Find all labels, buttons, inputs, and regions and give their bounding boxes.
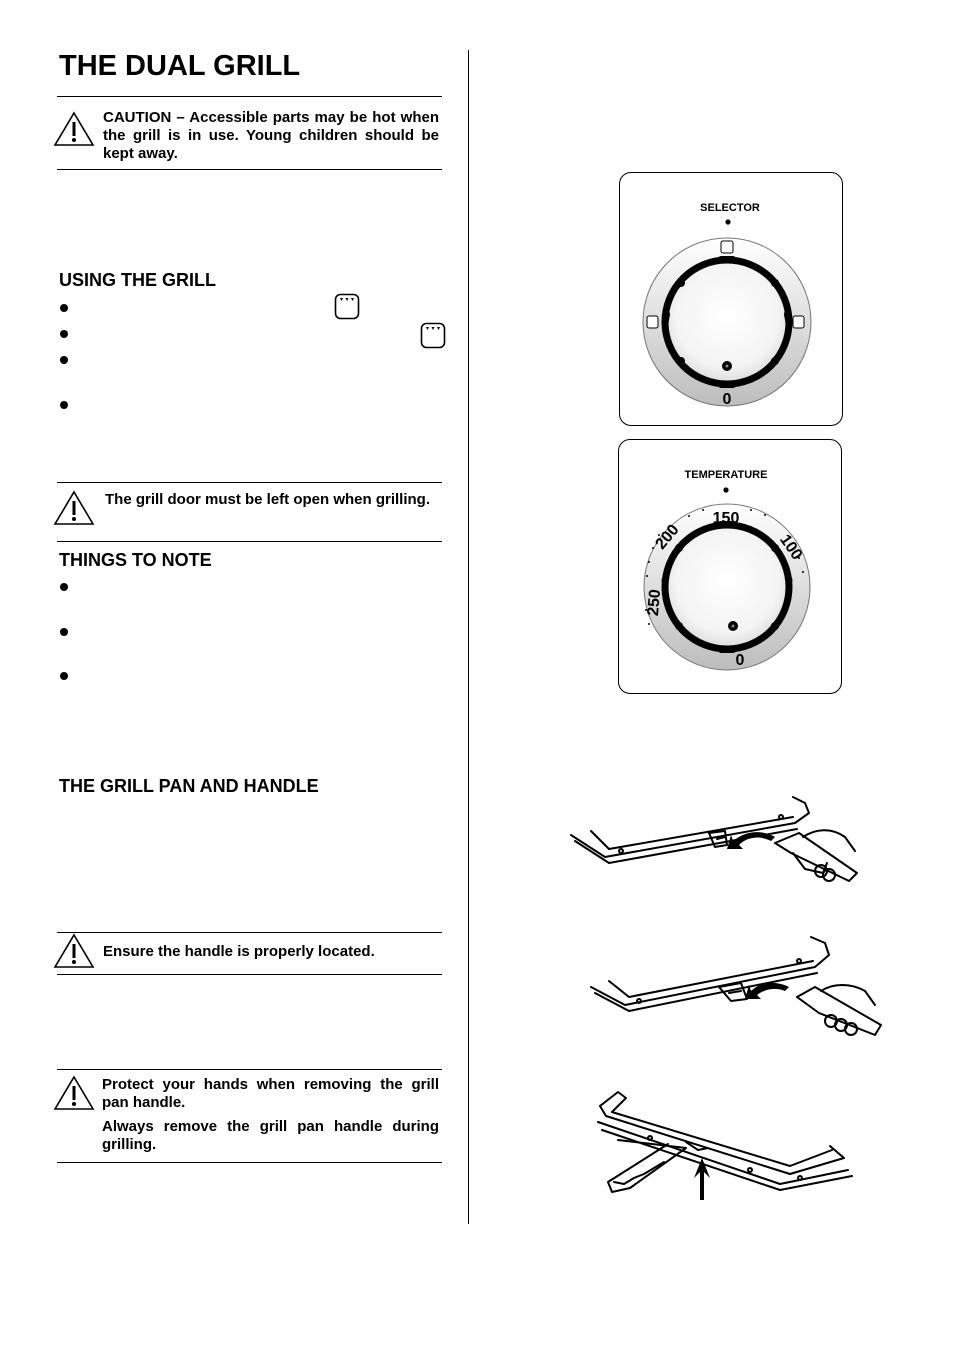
caution-text: CAUTION – Accessible parts may be hot wh… <box>103 109 439 162</box>
divider <box>57 1162 442 1163</box>
divider <box>57 541 442 542</box>
bullet-icon <box>60 330 68 338</box>
bullet-icon <box>60 401 68 409</box>
section-heading-things-to-note: THINGS TO NOTE <box>59 550 212 570</box>
page-title: THE DUAL GRILL <box>59 50 301 82</box>
handle-located-warning-text: Ensure the handle is properly located. <box>103 943 375 960</box>
temperature-zero-mark: 0 <box>736 652 745 669</box>
selector-dial[interactable]: SELECTOR 0 <box>620 173 842 425</box>
column-divider <box>468 50 469 1224</box>
warning-triangle-icon <box>53 111 95 146</box>
bullet-icon <box>60 672 68 680</box>
divider <box>57 1069 442 1070</box>
warning-triangle-icon <box>53 933 95 968</box>
grill-door-warning-text: The grill door must be left open when gr… <box>105 491 431 508</box>
temperature-mark-150: 150 <box>713 510 740 527</box>
warning-triangle-icon <box>53 1075 95 1110</box>
bullet-icon <box>60 583 68 591</box>
temperature-label: TEMPERATURE <box>685 469 768 481</box>
bullet-icon <box>60 304 68 312</box>
divider <box>57 932 442 933</box>
warning-triangle-icon <box>53 490 95 525</box>
divider <box>57 482 442 483</box>
dual-grill-symbol-icon <box>420 322 446 349</box>
temperature-dial-panel: TEMPERATURE 150 200 100 250 0 <box>618 439 842 694</box>
selector-label: SELECTOR <box>700 202 760 214</box>
temperature-mark-250: 250 <box>645 588 664 616</box>
bullet-icon <box>60 356 68 364</box>
grill-pan-handle-attached-illustration <box>590 936 882 1036</box>
divider <box>57 974 442 975</box>
divider <box>57 169 442 170</box>
dual-grill-symbol-icon <box>334 293 360 320</box>
remove-handle-warning-text: Always remove the grill pan handle durin… <box>102 1118 439 1153</box>
protect-hands-warning-text: Protect your hands when removing the gri… <box>102 1076 439 1111</box>
grill-pan-handle-release-illustration <box>597 1091 853 1200</box>
section-heading-grill-pan-handle: THE GRILL PAN AND HANDLE <box>59 776 319 796</box>
temperature-dial[interactable]: TEMPERATURE 150 200 100 250 0 <box>619 440 841 693</box>
selector-dial-panel: SELECTOR 0 <box>619 172 843 426</box>
selector-zero-mark: 0 <box>723 391 732 408</box>
bullet-icon <box>60 628 68 636</box>
section-heading-using-grill: USING THE GRILL <box>59 270 216 290</box>
grill-pan-handle-fitting-illustration <box>570 796 858 882</box>
divider <box>57 96 442 97</box>
